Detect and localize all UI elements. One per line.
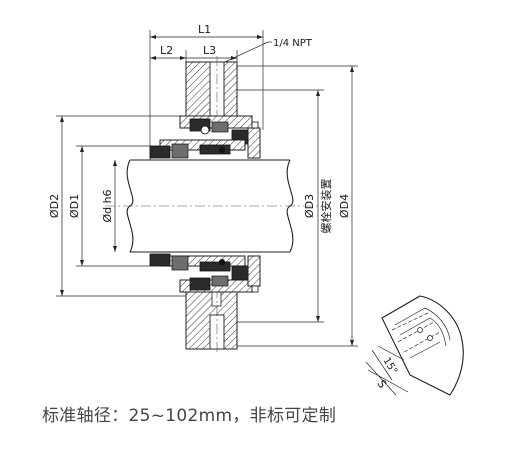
dimension-d4: ØD4 — [237, 65, 358, 347]
npt-callout: 1/4 NPT — [224, 38, 313, 63]
l2-label: L2 — [160, 44, 173, 57]
shaft — [105, 159, 320, 253]
bolt-install-label: 螺栓安装置 — [319, 179, 333, 234]
dimension-l2: L2 — [150, 44, 187, 62]
npt-label: 1/4 NPT — [273, 38, 313, 49]
dh6-label: Ød h6 — [101, 189, 114, 222]
d1-label: ØD1 — [68, 194, 81, 218]
seal-components-upper — [149, 115, 261, 159]
caption: 标准轴径：25~102mm，非标可定制 — [42, 406, 337, 426]
l1-label: L1 — [198, 23, 211, 36]
d4-label: ØD4 — [338, 194, 351, 218]
dimension-d1: ØD1 — [68, 145, 150, 267]
d2-label: ØD2 — [48, 194, 61, 218]
gland-plate-upper — [185, 56, 238, 122]
dimension-l3: L3 — [186, 44, 238, 62]
detail-view: 15° S — [365, 295, 464, 396]
l3-label: L3 — [203, 44, 216, 57]
gland-plate-lower — [185, 288, 238, 354]
angle-label: 15° — [380, 356, 399, 377]
dimension-d2: ØD2 — [48, 115, 186, 297]
s-label: S — [374, 378, 389, 391]
dimension-dh6: Ød h6 — [101, 160, 117, 252]
dimension-d3: ØD3 螺栓安装置 — [237, 89, 333, 323]
dimension-l1: L1 — [149, 23, 264, 160]
seal-components-lower — [149, 253, 261, 293]
d3-label: ØD3 — [303, 194, 316, 218]
